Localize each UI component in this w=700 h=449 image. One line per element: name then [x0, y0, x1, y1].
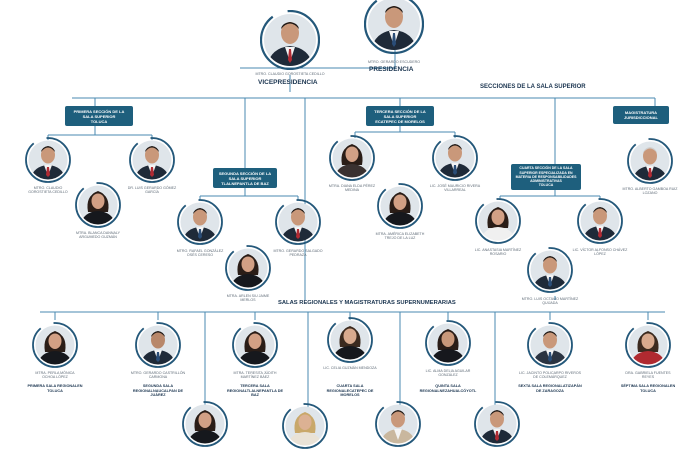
name-magistrada: LIC. ANASTASIA MARTÍNEZ ROSARIO	[474, 248, 522, 257]
portrait-magistrado	[527, 247, 573, 293]
portrait-sala	[32, 322, 78, 368]
name-magistrado: DR. LUIS GERARDO GÓMEZ GARCÍA	[127, 186, 177, 195]
name-magistrado: MTRO. RAFAEL GONZÁLEZ OSÉS CERESO	[176, 249, 224, 258]
portrait-magistrado	[432, 135, 478, 181]
box-line: SALA SUPERIOR	[383, 113, 417, 119]
portrait-supernumerario	[375, 401, 421, 447]
portrait-magistrado	[627, 138, 673, 184]
name-sala: MTRO. GERARDO CASTRILLÓN CARMONA	[130, 371, 186, 380]
portrait-sala	[135, 322, 181, 368]
portrait-sala	[232, 322, 278, 368]
name-magistrado: LIC. VÍCTOR ALFONSO CHÁVEZ LÓPEZ	[572, 248, 628, 257]
portrait-magistrado	[129, 137, 175, 183]
name-presidencia: MTRO. GERARDO ESCUDERO	[367, 60, 421, 64]
portrait-magistrado	[275, 199, 321, 245]
box-line: TERCERA SECCIÓN DE LA	[374, 108, 426, 114]
box-line: SALA SUPERIOR	[82, 113, 116, 119]
sala-label: QUINTA SALA REGIONALNEZAHUALCÓYOTL	[419, 384, 477, 393]
box-line: CUARTA SECCIÓN DE LA SALA	[519, 166, 573, 171]
sala-label: CUARTA SALA REGIONALECATEPEC DE MORELOS	[326, 384, 374, 398]
name-vicepresidencia: MTRO. CLAUDIO GOROSTIETA CEDILLO	[255, 72, 325, 76]
name-magistrado: MTRO. CLAUDIO GOROSTIETA CEDILLO	[28, 186, 68, 195]
portrait-magistrada	[377, 183, 423, 229]
portrait-presidencia	[364, 0, 424, 54]
name-magistrado: MTRO. ALBERTO GAMBOA RUIZ LOZANO	[622, 187, 678, 196]
box-line: MAGISTRATURA	[624, 110, 658, 115]
salas-title: SALAS REGIONALES Y MAGISTRATURAS SUPERNU…	[278, 300, 456, 306]
box-line: ECATEPEC DE MORELOS	[375, 118, 425, 124]
secciones-title: SECCIONES DE LA SALA SUPERIOR	[480, 84, 586, 90]
name-sala: LIC. CELIA GUZMÁN MENDOZA	[323, 366, 377, 370]
box-line: JURISDICCIONAL	[623, 115, 658, 120]
portrait-magistrado	[177, 199, 223, 245]
portrait-supernumeraria	[282, 403, 328, 449]
portrait-supernumeraria	[182, 401, 228, 447]
sala-label: SÉPTIMA SALA REGIONALEN TOLUCA	[620, 384, 676, 393]
box-line: PRIMERA SECCIÓN DE LA	[73, 108, 125, 114]
name-magistrada: MTRA. DIANA ELDA PÉREZ MEDINA	[328, 184, 376, 193]
portrait-magistrada	[75, 182, 121, 228]
portrait-magistrada	[475, 198, 521, 244]
portrait-magistrado	[25, 137, 71, 183]
name-magistrada: MTRA. BLANCA DANNALY ARGUMEDO GUZMÁN	[75, 231, 121, 240]
portrait-sala	[625, 322, 671, 368]
box-line: TOLUCA	[538, 183, 554, 188]
box-line: SALA SUPERIOR	[228, 175, 262, 181]
name-magistrada: MTRA. AMÉRICA ELIZABETH TREJO DE LA LUZ	[375, 232, 425, 241]
role-vicepresidencia: VICEPRESIDENCIA	[258, 79, 318, 86]
sala-label: TERCERA SALA REGIONALTLALNEPANTLA DE BAZ	[226, 384, 284, 398]
role-presidencia: PRESIDENCIA	[369, 66, 414, 73]
name-magistrado: MTRO. LUIS OCTAVIO MARTÍNEZ QUIJADA	[521, 297, 579, 306]
box-line: TOLUCA	[90, 118, 108, 124]
box-line: MATERIA DE RESPONSABILIDADES	[515, 174, 577, 179]
name-sala: LIC. ALMA DELIA AGUILAR GONZÁLEZ	[425, 369, 471, 378]
portrait-sala	[425, 320, 471, 366]
name-sala: MTRA. PERLA MÓNICA OCHOA LÓPEZ	[35, 371, 75, 380]
portrait-sala	[527, 322, 573, 368]
box-line: SUPERIOR ESPECIALIZADA EN	[519, 170, 573, 175]
sala-label: SEXTA SALA REGIONALATIZAPÁN DE ZARAGOZA	[518, 384, 582, 393]
portrait-supernumerario	[474, 401, 520, 447]
name-magistrada: MTRA. ARLEN SIU JAIME MERLOS	[226, 294, 270, 303]
sala-label: SEGUNDA SALA REGIONALNAUCALPAN DE JUÁREZ	[132, 384, 184, 398]
box-line: ADMINISTRATIVAS	[530, 179, 562, 184]
box-line: TLALNEPANTLA DE BAZ	[221, 180, 269, 186]
portrait-magistrada	[225, 245, 271, 291]
sala-label: PRIMERA SALA REGIONALEN TOLUCA	[27, 384, 83, 393]
name-sala: LIC. JACINTO POLICARPO RIVEROS DE COLEMÁ…	[518, 371, 582, 380]
portrait-vicepresidencia	[260, 10, 320, 70]
portrait-magistrado	[577, 198, 623, 244]
portrait-sala	[327, 317, 373, 363]
name-sala: MTRA. TERESITA JÚDITH MARTÍNEZ BÁEZ	[233, 371, 277, 380]
name-magistrado: MTRO. GERARDO SALGADO PEDRAZA	[273, 249, 323, 258]
name-sala: DRA. GABRIELA FUENTES REYES	[625, 371, 671, 380]
box-line: SEGUNDA SECCIÓN DE LA	[218, 170, 272, 176]
name-magistrado: LIC. JOSÉ MAURICIO RIVERA VILLARREAL	[429, 184, 481, 193]
portrait-magistrada	[329, 135, 375, 181]
